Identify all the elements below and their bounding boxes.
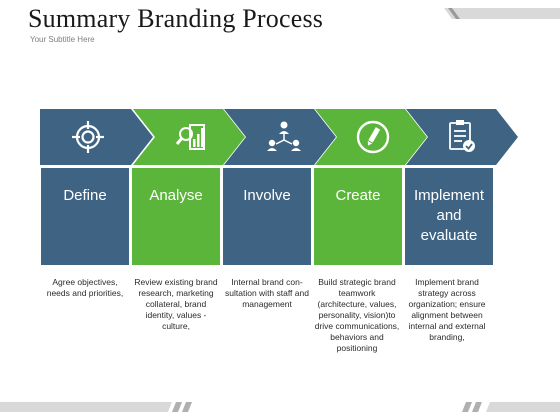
process-chevrons [40,109,518,165]
step-box-define: Define [41,168,129,265]
step-label-define: Define [63,187,107,204]
step-box-involve: Involve [223,168,311,265]
page-subtitle: Your Subtitle Here [30,35,95,44]
step-box-create: Create [314,168,402,265]
step-box-analyse: Analyse [132,168,220,265]
step-label-analyse: Analyse [149,187,203,204]
step-description-create: Build strategic brand teamwork (architec… [314,277,400,353]
page-title: Summary Branding Process [28,4,324,33]
step-description-involve: Internal brand con- sultation with staff… [225,277,309,309]
pencil-circle-icon [356,120,390,154]
step-box-implement: Implement and evaluate [405,168,493,265]
team-hierarchy-icon [267,121,301,151]
chevron-implement [406,109,518,165]
checklist-icon [449,120,475,152]
step-description-analyse: Review existing brand research, marketin… [134,277,218,331]
step-label-create: Create [335,187,381,204]
step-description-implement: Implement brand strategy across organiza… [408,277,486,342]
step-label-involve: Involve [243,187,291,204]
step-description-define: Agree objectives, needs and priorities, [46,277,124,298]
chevron-involve [224,109,336,165]
target-icon [72,121,104,153]
step-label-implement: Implement and evaluate [413,187,485,244]
magnifier-chart-icon [175,124,205,150]
